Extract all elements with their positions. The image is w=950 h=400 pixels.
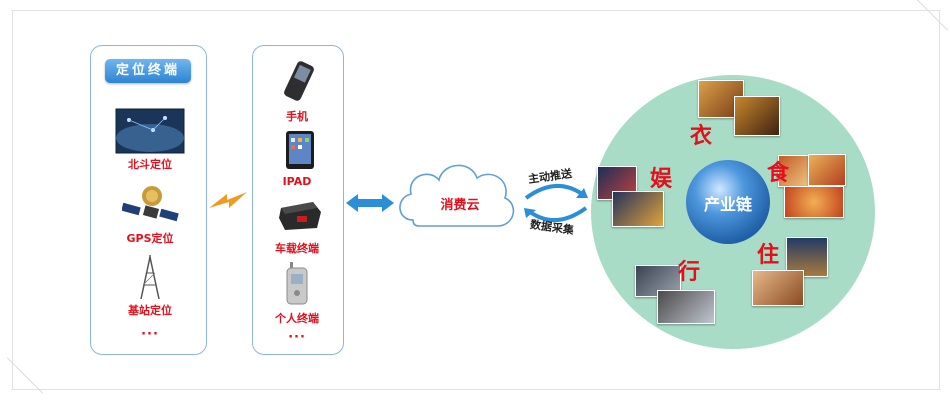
transport-photo-2 xyxy=(657,290,715,324)
car-terminal-icon xyxy=(279,202,321,230)
sector-transport: 行 xyxy=(678,260,701,285)
beidou-label: 北斗定位 xyxy=(128,158,172,171)
car-terminal-label: 车载终端 xyxy=(275,242,319,255)
industry-chain-center: 产业链 xyxy=(703,195,752,214)
gps-label: GPS定位 xyxy=(126,232,174,245)
sector-entertainment: 娱 xyxy=(650,167,673,192)
personal-terminal-icon xyxy=(286,262,308,305)
phone-icon xyxy=(284,61,314,101)
double-arrow-icon xyxy=(346,194,394,212)
satellite-icon xyxy=(122,186,179,222)
base-station-tower-icon xyxy=(140,255,160,300)
lightning-icon xyxy=(209,192,247,208)
positioning-more: ··· xyxy=(141,327,159,342)
base-station-label: 基站定位 xyxy=(128,304,172,317)
entertainment-photo-2 xyxy=(612,191,664,227)
consumer-cloud-icon xyxy=(399,164,515,227)
devices-more: ··· xyxy=(288,330,306,345)
sector-housing: 住 xyxy=(757,243,780,268)
satellite-map-icon xyxy=(115,108,185,154)
pizza-photo xyxy=(784,186,844,218)
ipad-icon xyxy=(286,131,314,169)
food-photo-2 xyxy=(808,154,846,186)
ipad-label: IPAD xyxy=(282,175,312,188)
flow-arrows xyxy=(524,183,588,223)
personal-terminal-label: 个人终端 xyxy=(275,312,319,325)
housing-photo-2 xyxy=(752,270,804,306)
clothing-photo-2 xyxy=(734,96,780,136)
consumer-cloud-label: 消费云 xyxy=(440,198,480,213)
positioning-title: 定位终端 xyxy=(105,59,191,83)
sector-clothing: 衣 xyxy=(690,124,713,149)
phone-label: 手机 xyxy=(286,110,308,123)
sector-food: 食 xyxy=(767,161,790,186)
